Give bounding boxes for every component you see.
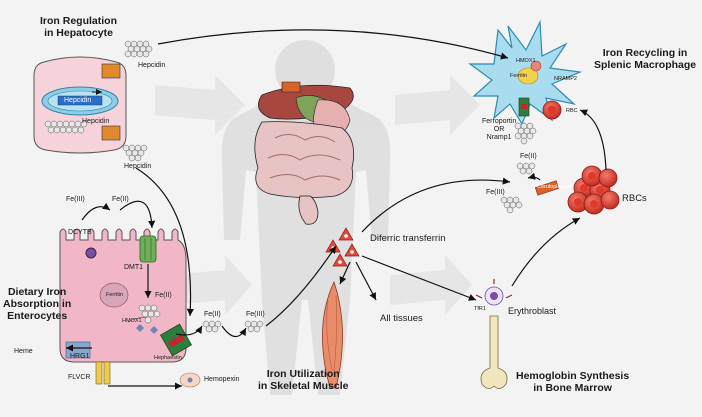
ferritin-enterocyte-label: Ferritin [106,292,124,298]
nramp2-label: NRAMP2 [554,76,577,82]
hrg1-label: HRG1 [70,353,90,360]
bone-marrow [475,279,513,389]
organs-illustration [254,81,355,225]
muscle-title-line2: in Skeletal Muscle [258,380,349,392]
ceruloplasmin-label: Ceruloplasmin [537,184,573,190]
macrophage-title-line1: Iron Recycling in [602,47,688,59]
marrow-title-line2: in Bone Marrow [533,382,612,394]
enterocyte-title: Dietary Iron Absorption in Enterocytes [3,286,71,322]
diferric-transferrin-label: Diferric transferrin [370,233,446,244]
rbcs-label: RBCs [622,193,647,204]
tfr1-label: TfR1 [474,306,486,312]
hmox1-macrophage-label: HMOX1 [516,58,536,64]
hmox1-enterocyte-label: HMOX1 [122,318,142,324]
marrow-title-line1: Hemoglobin Synthesis [516,370,630,382]
macrophage-title-line2: Splenic Macrophage [594,59,697,71]
flvcr-label: FLVCR [68,374,91,381]
fe3-circulation-label: Fe(III) [246,311,265,318]
skeletal-muscle [322,280,343,389]
hepcidin-label-cell: Hepcidin [82,118,110,125]
fe3-macrophage-label: Fe(III) [486,189,505,196]
macrophage-title: Iron Recycling in Splenic Macrophage [594,47,696,71]
fe2-circulation-label: Fe(II) [204,311,221,318]
dcytb-label: DCYTB [68,229,92,236]
all-tissues-label: All tissues [380,313,423,324]
ferroportin-line3: Nramp1 [486,134,512,141]
muscle-title-line1: Iron Utilization [266,368,340,380]
ferroportin-line2: OR [493,126,505,133]
heme-label: Heme [14,348,33,355]
marrow-title: Hemoglobin Synthesis in Bone Marrow [516,370,629,394]
hemopexin-label: Hemopexin [204,376,240,383]
hepcidin-label-top: Hepcidin [138,62,166,69]
fe2-macrophage-label: Fe(II) [520,153,537,160]
hepatocyte-title-line1: Iron Regulation [40,15,117,27]
hemopexin-blob [179,372,201,388]
enterocyte-cell [59,228,193,385]
erythroblast-label: Erythroblast [508,306,557,316]
hepatocyte-cell [33,56,127,154]
pathway-arrows [66,29,607,390]
iron-clusters [44,40,537,333]
hepatocyte-title: Iron Regulation in Hepatocyte [40,15,117,39]
enterocyte-title-line3: Enterocytes [7,310,68,322]
ferroportin-line1: Ferroportin [482,118,517,125]
rbc-cluster [567,165,620,215]
ferroportin-label: Ferroportin OR Nramp1 [482,118,516,142]
macrophage-cell [468,19,583,126]
rbc-label: RBC [566,108,578,114]
hepatocyte-title-line2: in Hepatocyte [44,27,113,39]
ferritin-macrophage-label: Ferritin [510,73,528,79]
muscle-title: Iron Utilization in Skeletal Muscle [258,368,348,392]
fe2-enterocyte-label: Fe(II) [112,196,129,203]
hepcidin-gene-label: Hepcidin [64,97,92,104]
fe2-inside-label: Fe(II) [155,292,172,299]
enterocyte-title-line2: Absorption in [3,298,72,310]
hephaestin-label: Hephaestin [154,355,182,361]
enterocyte-title-line1: Dietary Iron [7,286,67,298]
dmt1-label: DMT1 [124,264,144,271]
fe3-enterocyte-label: Fe(III) [66,196,85,203]
hepcidin-label-bottom: Hepcidin [124,163,152,170]
ceruloplasmin-protein [534,180,560,196]
